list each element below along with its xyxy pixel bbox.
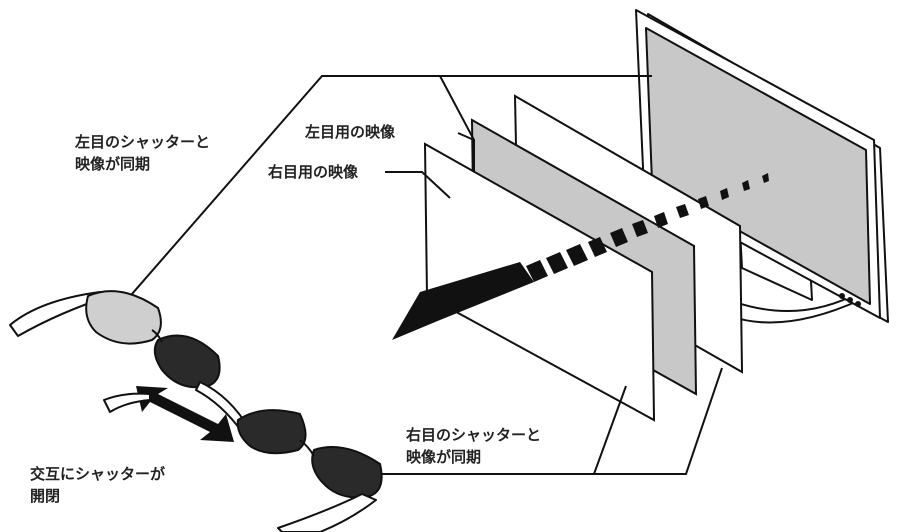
left-shutter-label-line1: 左目のシャッターと <box>75 133 211 151</box>
alternate-shutter-label-line2: 開閉 <box>30 487 61 505</box>
right-shutter-label-line1: 右目のシャッターと <box>406 426 542 444</box>
double-arrow-icon <box>136 386 234 442</box>
glasses-left-shutter-icon <box>9 290 251 433</box>
left-shutter-label-line2: 映像が同期 <box>75 155 151 173</box>
glasses-right-shutter-icon <box>103 392 383 532</box>
right-image-panel <box>423 142 656 422</box>
projection-arrow-icon <box>392 173 769 340</box>
right-shutter-label-line2: 映像が同期 <box>406 448 482 466</box>
callout-lines <box>117 75 723 475</box>
right-image-label: 右目用の映像 <box>268 163 359 181</box>
left-image-label: 左目用の映像 <box>305 123 396 141</box>
monitor-icon <box>635 9 889 324</box>
alternate-shutter-label-line1: 交互にシャッターが <box>30 465 166 483</box>
